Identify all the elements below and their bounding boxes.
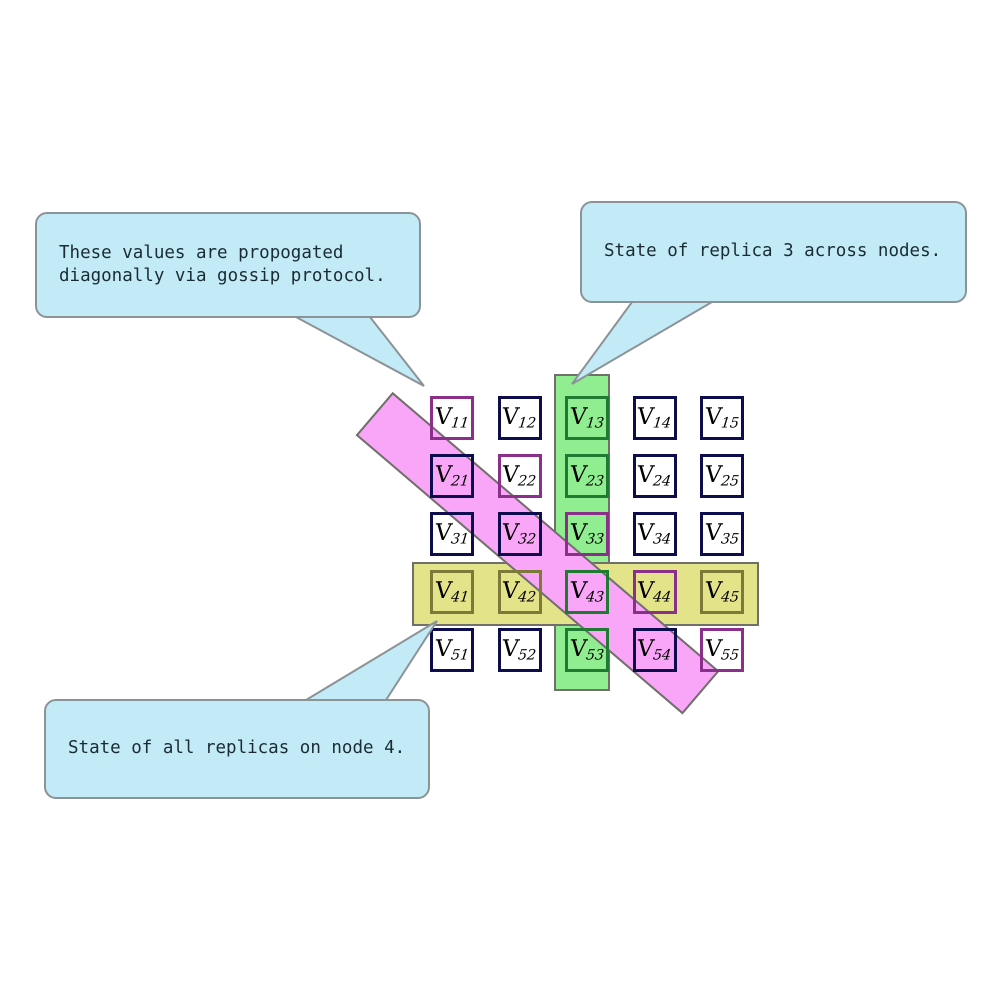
value-cell-v25[interactable]: V25 xyxy=(700,454,744,498)
value-cell-v55[interactable]: V55 xyxy=(700,628,744,672)
value-cell-v31[interactable]: V31 xyxy=(430,512,474,556)
value-cell-v43[interactable]: V43 xyxy=(565,570,609,614)
value-cell-v24[interactable]: V24 xyxy=(632,454,677,498)
value-cell-v44[interactable]: V44 xyxy=(632,570,677,614)
value-cell-v32[interactable]: V32 xyxy=(497,512,542,556)
callout-replica-3[interactable]: State of replica 3 across nodes. xyxy=(580,201,967,303)
value-cell-v21[interactable]: V21 xyxy=(430,454,474,498)
value-cell-v11[interactable]: V11 xyxy=(430,396,474,440)
value-cell-v54[interactable]: V54 xyxy=(632,628,677,672)
value-cell-v22[interactable]: V22 xyxy=(497,454,542,498)
value-cell-v51[interactable]: V51 xyxy=(430,628,474,672)
value-cell-v35[interactable]: V35 xyxy=(700,512,744,556)
callout-gossip-text: These values are propogated diagonally v… xyxy=(59,242,386,286)
callout-gossip-protocol[interactable]: These values are propogated diagonally v… xyxy=(35,212,421,318)
value-cell-v42[interactable]: V42 xyxy=(497,570,542,614)
value-cell-v12[interactable]: V12 xyxy=(497,396,542,440)
value-cell-v33[interactable]: V33 xyxy=(565,512,609,556)
value-cell-v15[interactable]: V15 xyxy=(700,396,744,440)
callout-node-text: State of all replicas on node 4. xyxy=(68,738,406,759)
callout-replica-text: State of replica 3 across nodes. xyxy=(604,241,942,262)
value-cell-v34[interactable]: V34 xyxy=(632,512,677,556)
value-cell-v23[interactable]: V23 xyxy=(565,454,609,498)
value-cell-v13[interactable]: V13 xyxy=(565,396,609,440)
value-cell-v41[interactable]: V41 xyxy=(430,570,474,614)
value-cell-v45[interactable]: V45 xyxy=(700,570,744,614)
value-cell-v53[interactable]: V53 xyxy=(565,628,609,672)
value-cell-v14[interactable]: V14 xyxy=(632,396,677,440)
callout-node-4[interactable]: State of all replicas on node 4. xyxy=(44,699,430,799)
value-cell-v52[interactable]: V52 xyxy=(497,628,542,672)
